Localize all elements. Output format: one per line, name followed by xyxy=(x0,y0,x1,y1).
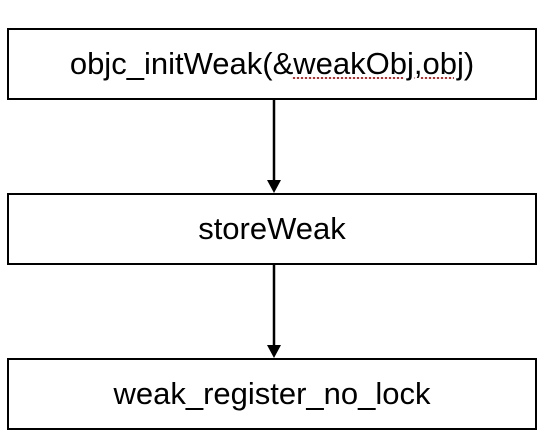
arrow-head xyxy=(267,180,281,193)
node-label-prefix: objc_initWeak(& xyxy=(69,46,294,81)
flow-node-storeweak: storeWeak xyxy=(7,193,537,265)
node-label: weak_register_no_lock xyxy=(113,376,431,411)
node-label-underlined: weakObj,obj xyxy=(293,46,464,81)
node-label-suffix: ) xyxy=(463,46,475,81)
arrow-head xyxy=(267,345,281,358)
node-label: storeWeak xyxy=(198,211,346,246)
flow-node-objc-initweak: objc_initWeak(&weakObj,obj) xyxy=(7,28,537,100)
arrow-2-to-3 xyxy=(267,265,281,358)
flow-node-weak-register-no-lock: weak_register_no_lock xyxy=(7,358,537,430)
arrow-1-to-2 xyxy=(267,100,281,193)
